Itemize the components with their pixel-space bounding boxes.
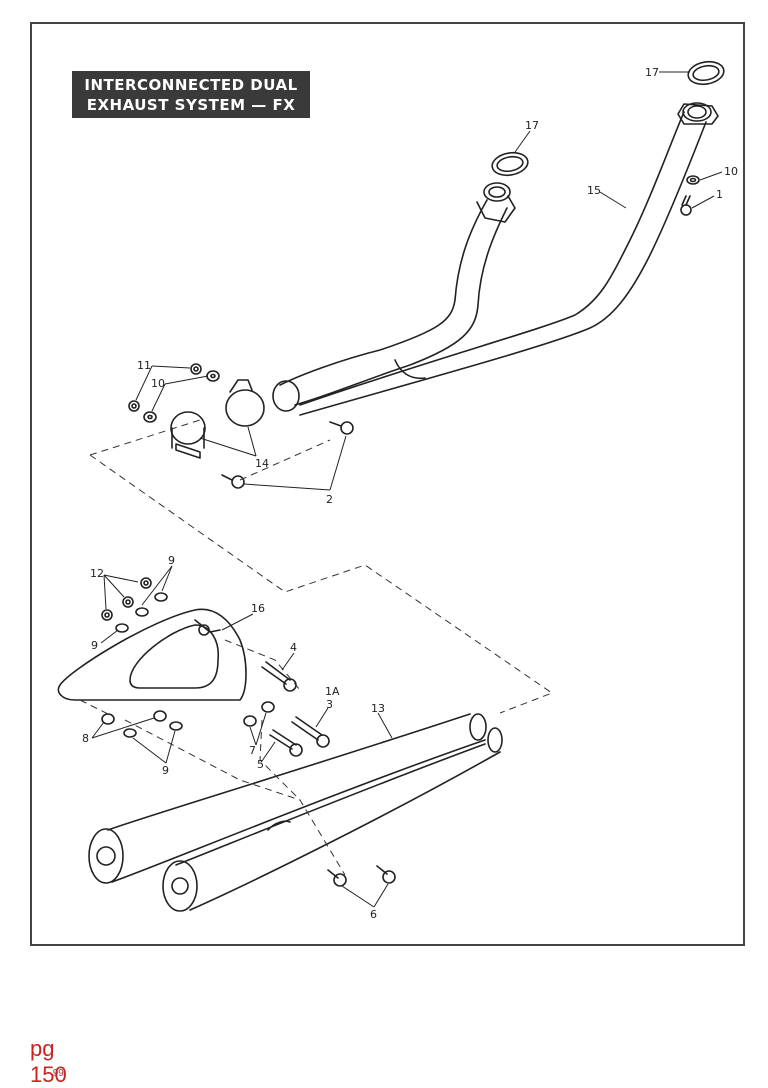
page-number: pg 15099 — [30, 1036, 94, 1088]
callout-12: 12 — [90, 567, 104, 580]
bolt-5 — [269, 729, 303, 757]
callout-1a: 1A — [325, 685, 340, 698]
spacer-8 — [101, 710, 167, 725]
clamp-14 — [170, 379, 265, 459]
callout-5: 5 — [257, 758, 264, 771]
callout-10-left: 10 — [151, 377, 165, 390]
callout-3: 3 — [326, 698, 333, 711]
alignment-lines — [79, 419, 554, 876]
callout-1: 1 — [716, 188, 723, 201]
callout-4: 4 — [290, 641, 297, 654]
leader-lines — [91, 71, 723, 908]
title-line-1: INTERCONNECTED DUAL — [84, 75, 298, 94]
bolt-6 — [327, 865, 396, 887]
nut-12 — [101, 577, 152, 621]
callout-13: 13 — [371, 702, 385, 715]
gasket-17-upper — [687, 60, 725, 86]
spacer-7 — [243, 701, 275, 727]
nut-11 — [128, 363, 202, 412]
callout-17-upper: 17 — [645, 66, 659, 79]
callout-11: 11 — [137, 359, 151, 372]
washer-10-upper — [686, 175, 700, 185]
callout-9-left: 9 — [91, 639, 98, 652]
washer-9 — [115, 592, 183, 738]
callout-17-lower: 17 — [525, 119, 539, 132]
diagram-title: INTERCONNECTED DUAL EXHAUST SYSTEM — FX — [72, 71, 310, 118]
bracket-16 — [57, 608, 247, 701]
bolt-3 — [291, 716, 330, 748]
gasket-17-lower — [491, 151, 529, 177]
bolt-4 — [261, 661, 297, 692]
callout-9-bottom: 9 — [162, 764, 169, 777]
callout-2: 2 — [326, 493, 333, 506]
callout-14: 14 — [255, 457, 269, 470]
screw-1 — [680, 195, 692, 216]
title-line-2: EXHAUST SYSTEM — FX — [86, 95, 296, 114]
bolt-2 — [221, 421, 354, 489]
diagram-frame — [30, 22, 745, 946]
exhaust-pipe-15 — [272, 102, 719, 416]
callout-7: 7 — [249, 744, 256, 757]
callout-10-upper: 10 — [724, 165, 738, 178]
page-number-overprint: 99 — [52, 1068, 64, 1079]
page-number-label: pg 150 — [30, 1036, 67, 1087]
callout-16: 16 — [251, 602, 265, 615]
callout-15: 15 — [587, 184, 601, 197]
callout-9-top: 9 — [168, 554, 175, 567]
callout-6: 6 — [370, 908, 377, 921]
muffler-13 — [88, 713, 503, 912]
callout-8: 8 — [82, 732, 89, 745]
